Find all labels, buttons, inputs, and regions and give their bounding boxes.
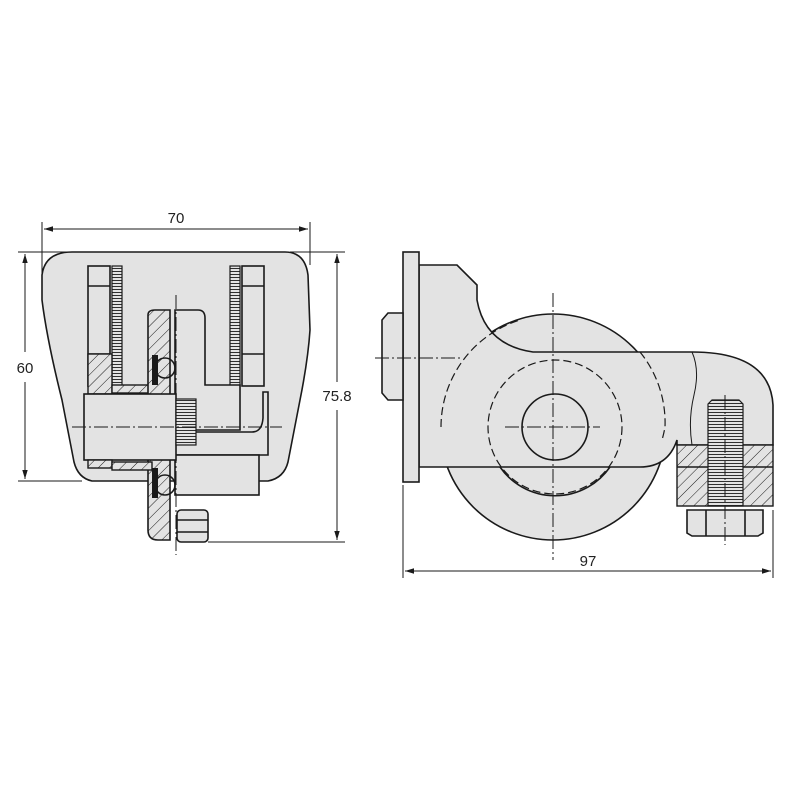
hex-nut bbox=[176, 509, 209, 543]
height-dimension-label: 60 bbox=[17, 360, 34, 377]
mounting-stub bbox=[381, 312, 404, 401]
length-dimension-label: 97 bbox=[580, 553, 597, 570]
front-view bbox=[41, 251, 311, 555]
section-left bbox=[87, 353, 113, 395]
width-dimension-label: 70 bbox=[168, 210, 185, 227]
bracket-lower bbox=[174, 391, 269, 456]
right-slot bbox=[241, 265, 265, 387]
mounting-plate bbox=[402, 251, 420, 483]
total-height-dimension-label: 75.8 bbox=[322, 388, 351, 405]
hinge-arm bbox=[418, 264, 774, 468]
front-dimensions: 70 60 75.8 bbox=[17, 210, 352, 543]
side-view bbox=[375, 251, 774, 560]
bracket-foot bbox=[174, 454, 260, 496]
left-thread bbox=[111, 265, 123, 387]
bearing-hidden-circle bbox=[487, 359, 623, 495]
right-thread bbox=[229, 265, 241, 387]
side-dimensions: 97 bbox=[402, 485, 774, 578]
